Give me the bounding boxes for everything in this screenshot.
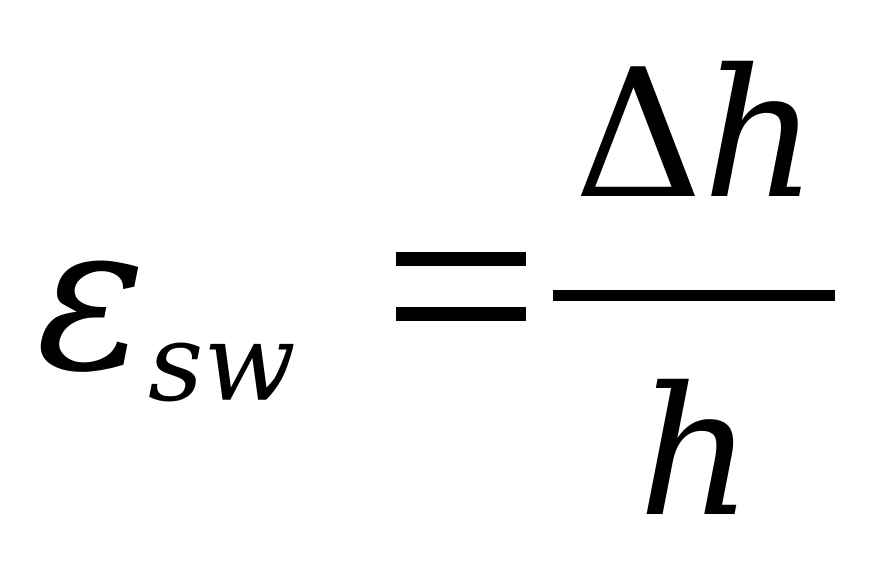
subscript-sw: sw [148, 301, 296, 426]
denominator-variable-h: h [638, 349, 753, 556]
epsilon-symbol: ε [36, 179, 147, 417]
fraction-bar [553, 290, 835, 301]
numerator-variable-h: h [702, 31, 818, 238]
equals-bar-top [396, 252, 526, 266]
equals-bar-bottom [396, 307, 526, 321]
delta-symbol: Δ [574, 31, 703, 238]
numerator: Δh [574, 46, 817, 224]
